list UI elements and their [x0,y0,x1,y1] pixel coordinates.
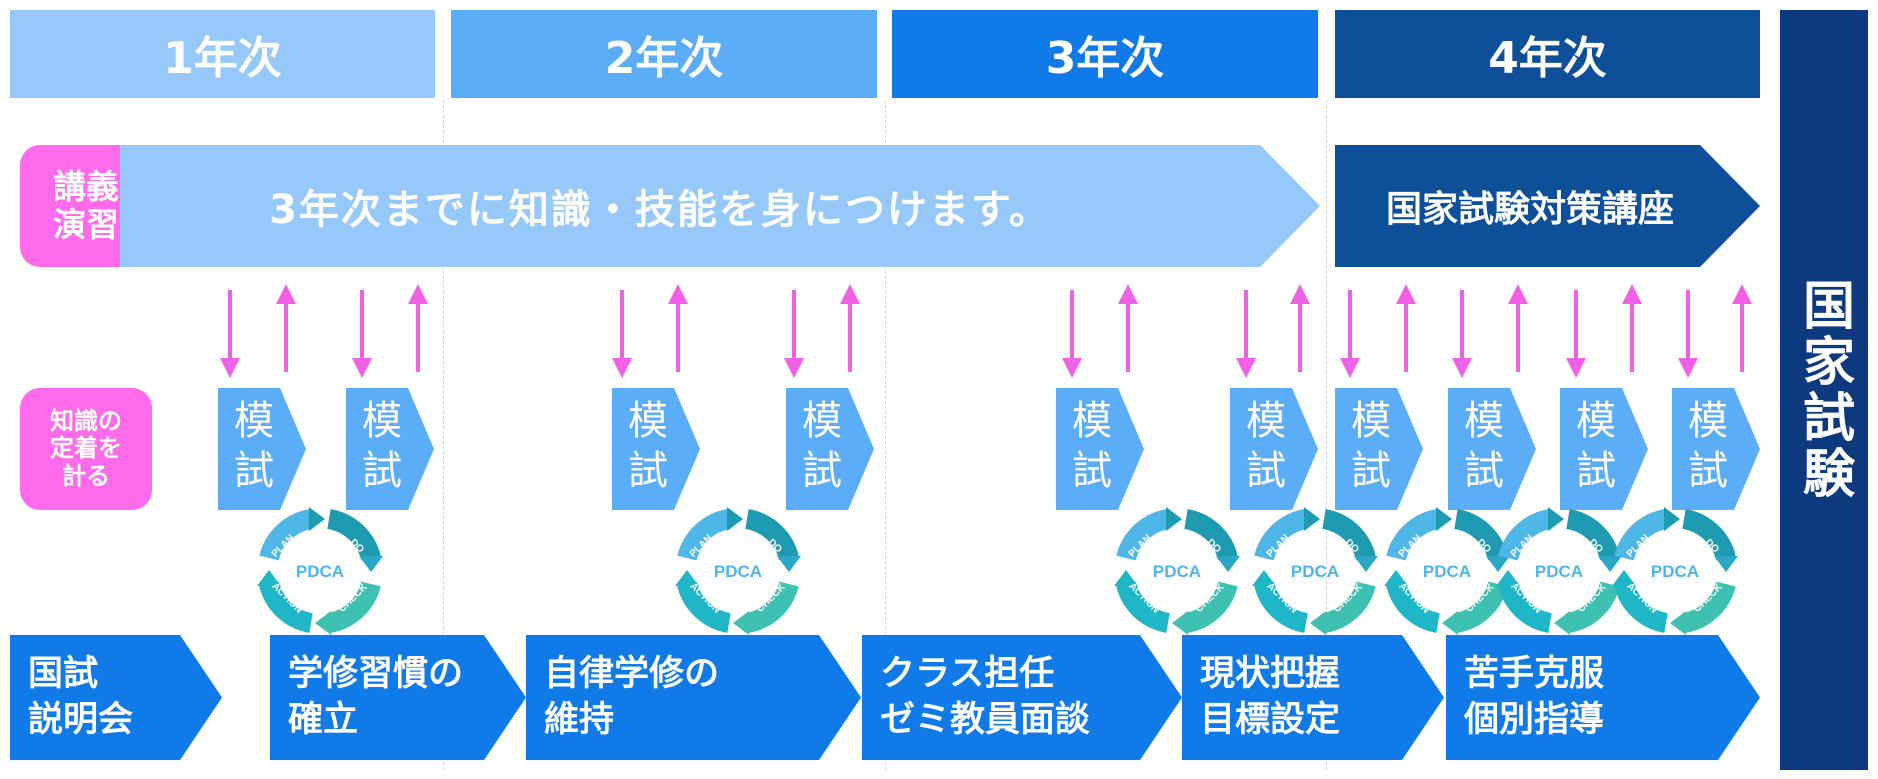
pdca-cycle-icon: PDCA PLAN DO CHECK ACTION [675,507,801,635]
pdca-center-label: PDCA [1291,562,1339,581]
year-header-1: 1年次 [10,10,435,98]
knowledge-measure-label: 知識の 定着を 計る [20,388,152,510]
pdca-center-label: PDCA [1651,562,1699,581]
step-self-study: 自律学修の 維持 [526,635,861,760]
pdca-cycle-icon: PDCA PLAN DO CHECK ACTION [1384,507,1510,635]
pdca-cycle-icon: PDCA PLAN DO CHECK ACTION [1252,507,1378,635]
step-goal-setting: 現状把握 目標設定 [1182,635,1444,760]
year-header-3: 3年次 [892,10,1318,98]
pdca-center-label: PDCA [296,562,344,581]
year-divider [1326,100,1327,770]
step-exam-briefing: 国試 説明会 [10,635,222,760]
pdca-center-label: PDCA [1153,562,1201,581]
pdca-cycle-icon: PDCA PLAN DO CHECK ACTION [257,507,383,635]
mock-exam-chevron: 模 試 [1448,388,1536,510]
step-teacher-interview: クラス担任 ゼミ教員面談 [862,635,1182,760]
national-exam-column: 国家試験 [1780,10,1868,770]
knowledge-skills-band: 3年次までに知識・技能を身につけます。 [120,145,1320,267]
pdca-center-label: PDCA [1423,562,1471,581]
national-exam-course-band: 国家試験対策講座 [1335,145,1760,267]
pdca-cycle-icon: PDCA PLAN DO CHECK ACTION [1114,507,1240,635]
pdca-cycle-icon: PDCA PLAN DO CHECK ACTION [1496,507,1622,635]
year-header-4: 4年次 [1335,10,1760,98]
year-divider [443,100,444,770]
year-header-2: 2年次 [451,10,877,98]
year-divider [885,100,886,770]
pdca-center-label: PDCA [1535,562,1583,581]
pdca-cycle-icon: PDCA PLAN DO CHECK ACTION [1612,507,1738,635]
step-individual-guidance: 苦手克服 個別指導 [1446,635,1760,760]
step-study-habit: 学修習慣の 確立 [270,635,526,760]
pdca-center-label: PDCA [714,562,762,581]
